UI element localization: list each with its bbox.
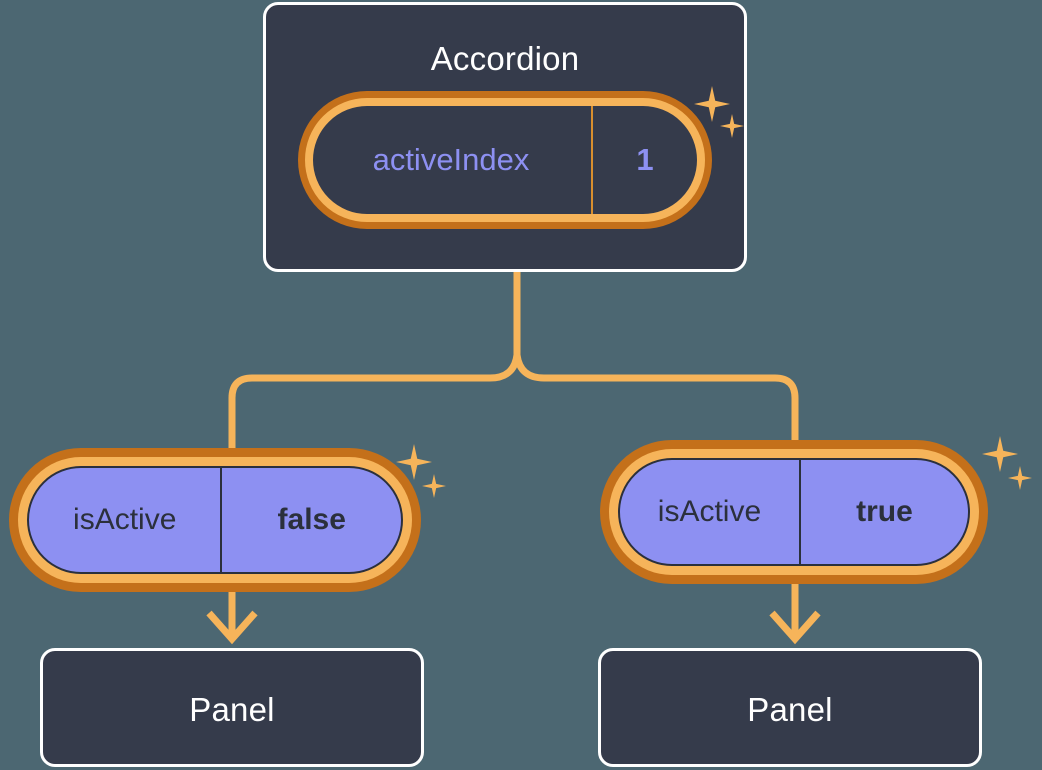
component-title-panel-right: Panel: [747, 691, 833, 728]
component-box-panel-right[interactable]: Panel: [598, 648, 982, 767]
prop-pill-value: false: [277, 503, 346, 536]
state-pill-activeindex[interactable]: activeIndex 1: [305, 98, 705, 222]
prop-pill-value: true: [856, 495, 913, 528]
sparkle-group-right: [982, 436, 1042, 506]
component-title-accordion: Accordion: [430, 40, 580, 77]
component-title-panel-left: Panel: [189, 691, 275, 728]
sparkle-small-icon: [422, 474, 446, 498]
state-pill-key: activeIndex: [313, 106, 593, 214]
arrow-down-icon-right: [769, 570, 821, 645]
prop-pill-isactive-true[interactable]: isActive true: [618, 458, 970, 566]
arrow-down-icon-left: [206, 578, 258, 645]
sparkle-large-icon: [396, 444, 432, 480]
prop-pill-key: isActive: [620, 460, 801, 564]
state-pill-value: 1: [636, 142, 654, 177]
prop-pill-key: isActive: [29, 468, 223, 572]
component-box-panel-left[interactable]: Panel: [40, 648, 424, 767]
sparkle-small-icon: [1008, 466, 1032, 490]
connector-branch-left: [228, 351, 521, 474]
sparkle-group-left: [396, 444, 456, 514]
prop-pill-isactive-false[interactable]: isActive false: [27, 466, 403, 574]
sparkle-large-icon: [982, 436, 1018, 472]
connector-branch-right: [513, 351, 799, 466]
